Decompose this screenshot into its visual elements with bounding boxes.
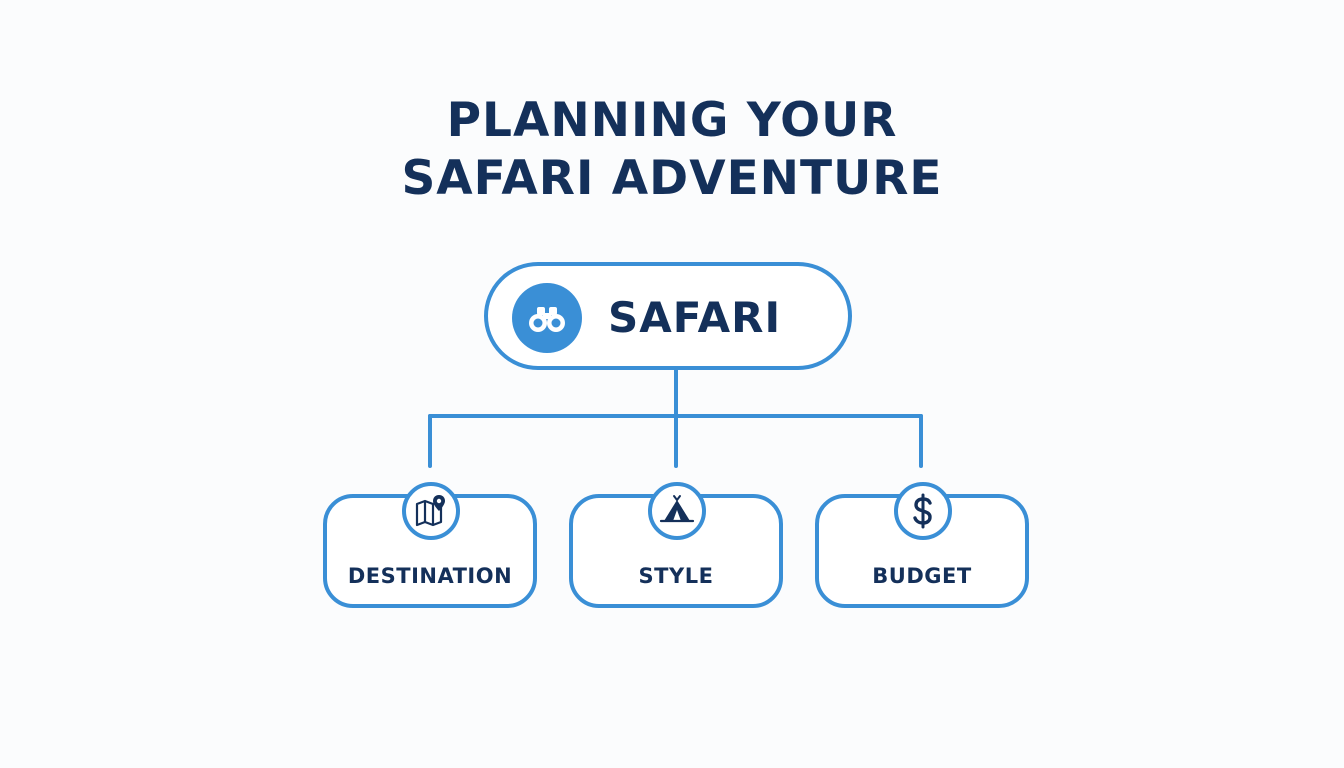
node-style: STYLE bbox=[569, 482, 783, 608]
diagram-title: PLANNING YOUR SAFARI ADVENTURE bbox=[0, 92, 1344, 208]
title-line-2: SAFARI ADVENTURE bbox=[401, 151, 943, 206]
node-budget: BUDGET bbox=[815, 482, 1029, 608]
title-line-1: PLANNING YOUR bbox=[446, 93, 898, 148]
node-destination: DESTINATION bbox=[323, 482, 537, 608]
node-destination-label: DESTINATION bbox=[347, 564, 513, 588]
dollar-icon bbox=[894, 482, 952, 540]
map-pin-icon bbox=[402, 482, 460, 540]
root-label: SAFARI bbox=[608, 293, 782, 342]
node-budget-label: BUDGET bbox=[872, 564, 972, 588]
binoculars-icon bbox=[512, 283, 582, 353]
tent-icon bbox=[648, 482, 706, 540]
node-style-label: STYLE bbox=[638, 564, 714, 588]
root-node-safari: SAFARI bbox=[484, 262, 852, 370]
